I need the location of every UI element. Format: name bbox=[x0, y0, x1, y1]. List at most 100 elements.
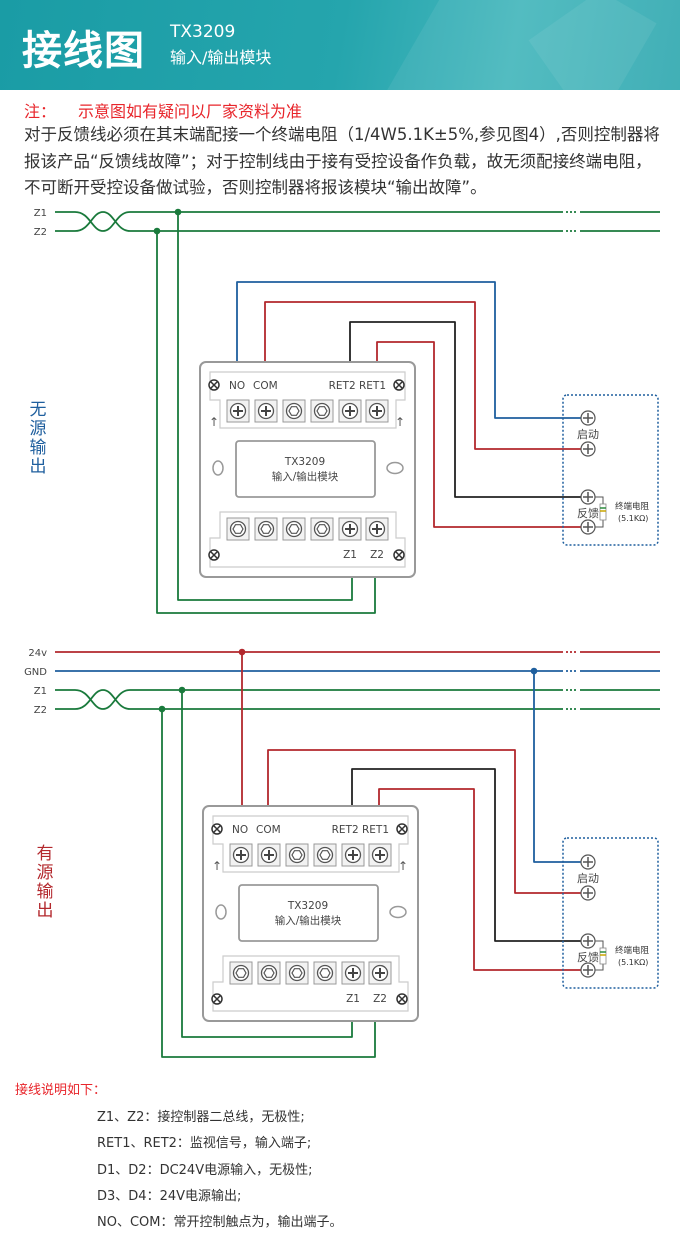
device-terminal-icon bbox=[583, 936, 593, 946]
nut-icon bbox=[313, 402, 331, 420]
cross-screw-icon bbox=[348, 968, 358, 978]
product-name: 输入/输出模块 bbox=[170, 48, 272, 67]
hex-nut-icon bbox=[291, 850, 303, 860]
page-title: 接线图 bbox=[22, 28, 145, 74]
resistor-icon bbox=[599, 503, 607, 521]
device-terminal-icon bbox=[583, 444, 593, 454]
resistor-label: 终端电阻 bbox=[615, 501, 650, 512]
mounting-screw-icon bbox=[210, 551, 218, 559]
cross-screw-icon bbox=[348, 850, 358, 860]
side-label-passive: 无源输出 bbox=[29, 400, 47, 477]
twisted-pair bbox=[55, 689, 131, 710]
hex-nut-icon bbox=[316, 524, 328, 534]
wire-ret2 bbox=[351, 768, 588, 942]
note: 注： 示意图如有疑问以厂家资料为准 bbox=[24, 98, 302, 122]
wire-z1 bbox=[177, 212, 353, 601]
resistor-value: (5.1KΩ) bbox=[618, 958, 648, 967]
device-terminal-icon bbox=[583, 522, 593, 532]
junction-dot bbox=[158, 705, 166, 713]
nut-icon bbox=[285, 520, 303, 538]
mounting-screw-icon bbox=[398, 825, 406, 833]
wire-gnd bbox=[533, 671, 588, 863]
hex-nut-icon bbox=[235, 968, 247, 978]
device-terminal-icon bbox=[583, 492, 593, 502]
terminal-label-z2: Z2 bbox=[373, 993, 387, 1005]
device-terminal-icon bbox=[583, 888, 593, 898]
device-terminal-icon bbox=[583, 965, 593, 975]
description: 对于反馈线必须在其末端配接一个终端电阻（1/4W5.1K±5%,参见图4）,否则… bbox=[24, 125, 660, 197]
terminal-label-com: COM bbox=[253, 380, 278, 392]
terminal-label-z1: Z1 bbox=[346, 993, 360, 1005]
legend-item: RET1、RET2：监视信号，输入端子; bbox=[97, 1136, 312, 1152]
terminal-label-ret: RET2 RET1 bbox=[329, 380, 386, 392]
arrow-icon: ↑ bbox=[209, 415, 219, 429]
start-label: 启动 bbox=[577, 428, 599, 441]
mounting-screw-icon bbox=[213, 825, 221, 833]
bus-z1-label: Z1 bbox=[34, 208, 47, 219]
mounting-hole bbox=[386, 461, 404, 475]
legend-item: D1、D2：DC24V电源输入，无极性; bbox=[97, 1162, 313, 1178]
device-terminal-icon bbox=[583, 413, 593, 423]
bus-z2-label: Z2 bbox=[34, 705, 47, 716]
twisted-pair bbox=[55, 689, 131, 710]
wire-z2 bbox=[156, 231, 376, 614]
hex-nut-icon bbox=[260, 524, 272, 534]
mounting-screw-icon bbox=[210, 381, 218, 389]
start-label: 启动 bbox=[577, 872, 599, 885]
cross-screw-icon bbox=[264, 850, 274, 860]
controlled-device-box bbox=[562, 394, 659, 546]
twisted-pair bbox=[55, 211, 131, 232]
cross-screw-icon bbox=[233, 406, 243, 416]
mounting-screw-icon bbox=[395, 551, 403, 559]
arrow-icon: ↑ bbox=[395, 415, 405, 429]
hex-nut-icon bbox=[319, 850, 331, 860]
legend: Z1、Z2：接控制器二总线，无极性; RET1、RET2：监视信号，输入端子; … bbox=[97, 1105, 342, 1236]
module-model-text: TX3209 bbox=[284, 456, 325, 468]
junction-dot bbox=[530, 667, 538, 675]
nut-icon bbox=[316, 846, 334, 864]
feedback-label: 反馈 bbox=[577, 951, 599, 964]
bus-z1-label: Z1 bbox=[34, 686, 47, 697]
hex-nut-icon bbox=[263, 968, 275, 978]
controlled-device-box bbox=[562, 837, 659, 989]
wire-ret1 bbox=[378, 788, 588, 971]
junction-dot bbox=[174, 208, 182, 216]
note-label: 注： bbox=[24, 102, 57, 121]
legend-item: D3、D4：24V电源输出; bbox=[97, 1188, 242, 1204]
wire-no bbox=[236, 281, 588, 419]
mounting-hole bbox=[215, 904, 227, 920]
junction-dot bbox=[178, 686, 186, 694]
cross-screw-icon bbox=[236, 850, 246, 860]
twisted-pair bbox=[55, 211, 131, 232]
terminal-label-com: COM bbox=[256, 824, 281, 836]
hex-nut-icon bbox=[291, 968, 303, 978]
wire-com bbox=[267, 749, 588, 894]
mounting-screw-icon bbox=[395, 381, 403, 389]
model-number: TX3209 bbox=[170, 22, 236, 42]
hex-nut-icon bbox=[319, 968, 331, 978]
side-label-active: 有源输出 bbox=[36, 844, 54, 921]
feedback-label: 反馈 bbox=[577, 507, 599, 520]
legend-item: Z1、Z2：接控制器二总线，无极性; bbox=[97, 1110, 305, 1125]
resistor-value: (5.1KΩ) bbox=[618, 514, 648, 523]
bus-z2-label: Z2 bbox=[34, 227, 47, 238]
module-model-text: TX3209 bbox=[287, 900, 328, 912]
module-label-panel bbox=[238, 884, 379, 942]
nut-icon bbox=[316, 964, 334, 982]
nut-icon bbox=[288, 846, 306, 864]
junction-dot bbox=[238, 648, 246, 656]
wire-z2 bbox=[161, 709, 376, 1058]
terminal-label-z1: Z1 bbox=[343, 549, 357, 561]
resistor-label: 终端电阻 bbox=[615, 945, 650, 956]
nut-icon bbox=[229, 520, 247, 538]
cross-screw-icon bbox=[345, 524, 355, 534]
hex-nut-icon bbox=[316, 406, 328, 416]
nut-icon bbox=[260, 964, 278, 982]
nut-icon bbox=[257, 520, 275, 538]
note-text: 示意图如有疑问以厂家资料为准 bbox=[78, 102, 303, 121]
mounting-hole bbox=[212, 460, 224, 476]
hex-nut-icon bbox=[288, 524, 300, 534]
device-terminal-icon bbox=[583, 857, 593, 867]
wire-z1 bbox=[181, 690, 353, 1038]
hex-nut-icon bbox=[232, 524, 244, 534]
